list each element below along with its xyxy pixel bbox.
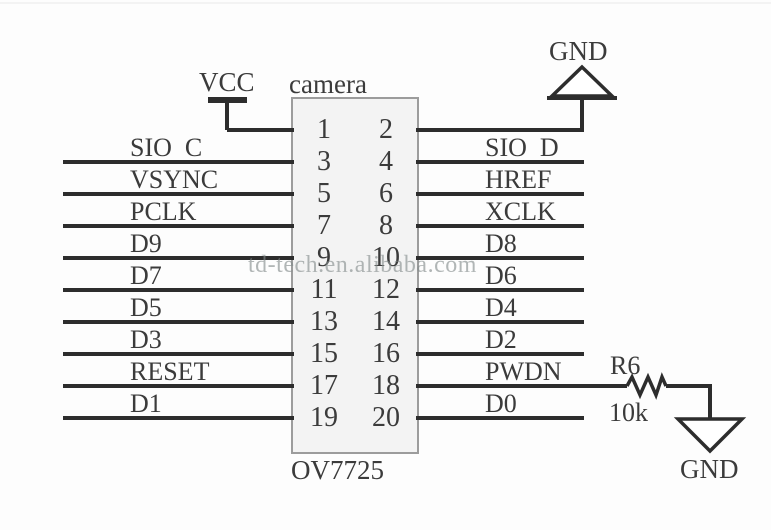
top-edge-divider [0,2,771,4]
pin-number-13: 13 [310,306,338,337]
pin-number-7: 7 [317,210,331,241]
signal-label-pwdn: PWDN [485,357,562,386]
signal-label-vsync: VSYNC [130,165,219,194]
signal-label-pclk: PCLK [130,197,197,226]
chip-body [291,97,419,454]
vcc-label: VCC [199,67,255,97]
wire-r6-to-gnd [666,384,712,419]
pin-number-14: 14 [372,306,400,337]
pin-number-3: 3 [317,146,331,177]
signal-label-href: HREF [485,165,552,194]
resistor-ref-label: R6 [610,351,641,380]
signal-label-sio-d: SIO D [485,133,559,162]
pin-number-16: 16 [372,338,400,369]
signal-label-d9: D9 [130,229,162,258]
signal-label-d3: D3 [130,325,162,354]
pin-number-15: 15 [310,338,338,369]
signal-label-d1: D1 [130,389,162,418]
left-signal-wires [63,160,294,420]
chip-part-number: OV7725 [291,455,384,485]
chip-title: camera [289,69,367,99]
signal-label-reset: RESET [130,357,210,386]
right-signal-wires [416,160,627,420]
pin-number-9: 9 [317,242,331,273]
pin-number-4: 4 [379,146,393,177]
resistor-symbol [625,372,668,400]
resistor-value-label: 10k [609,398,648,427]
pin-number-18: 18 [372,370,400,401]
pin-number-17: 17 [310,370,338,401]
signal-label-d6: D6 [485,261,517,290]
gnd-top-label: GND [549,36,608,66]
wire-pin2-to-gnd [416,98,584,132]
pin-number-10: 10 [372,242,400,273]
pin-number-2: 2 [379,114,393,145]
signal-label-d4: D4 [485,293,517,322]
pin-number-11: 11 [310,274,338,305]
signal-label-d2: D2 [485,325,517,354]
signal-label-xclk: XCLK [485,197,556,226]
watermark-text: td-tech.en.alibaba.com [248,252,477,278]
pin-number-1: 1 [317,114,331,145]
pin-number-12: 12 [372,274,400,305]
vcc-symbol [208,97,247,130]
pin-number-8: 8 [379,210,393,241]
gnd-symbol-bottom [673,417,747,454]
pin-number-20: 20 [372,402,400,433]
pin-number-19: 19 [310,402,338,433]
signal-label-d8: D8 [485,229,517,258]
gnd-symbol-top [547,64,617,100]
ground-triangle-up-icon [547,64,617,98]
pin-number-5: 5 [317,178,331,209]
pin-number-6: 6 [379,178,393,209]
signal-label-d7: D7 [130,261,162,290]
signal-label-d0: D0 [485,389,517,418]
signal-label-d5: D5 [130,293,162,322]
gnd-bottom-label: GND [680,454,739,484]
signal-label-sio-c: SIO C [130,133,203,162]
